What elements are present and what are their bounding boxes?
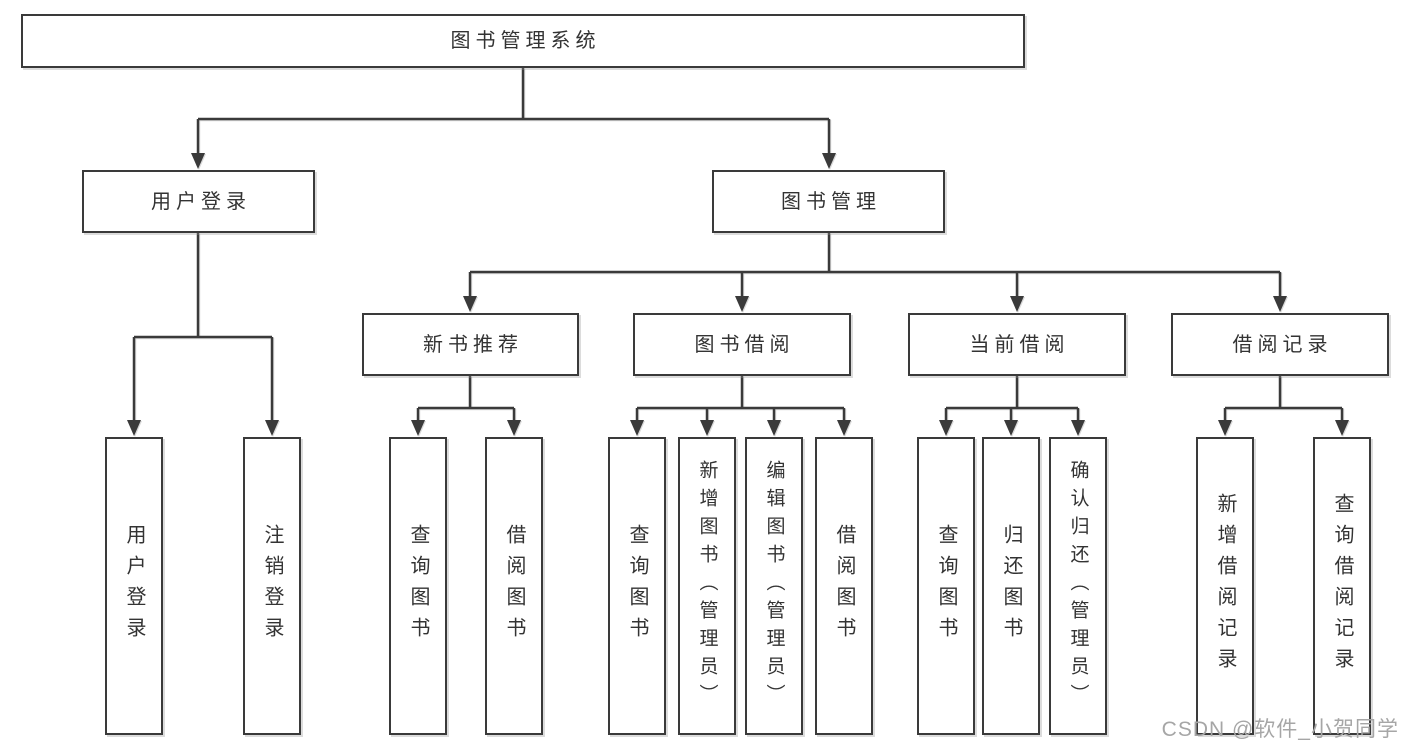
node-user-login: 用户登录: [82, 170, 315, 233]
node-new-book-recommend: 新书推荐: [362, 313, 579, 376]
node-book-management: 图书管理: [712, 170, 945, 233]
node-label: 图书管理: [781, 190, 881, 213]
leaf-logout-login: 注销登录: [243, 437, 301, 735]
leaf-cb-query-books: 查询图书: [917, 437, 975, 735]
leaf-cb-confirm-return-admin: 确认归还（管理员）: [1049, 437, 1107, 735]
node-borrowing-records: 借阅记录: [1171, 313, 1389, 376]
node-label: 归还图书: [1000, 524, 1022, 648]
leaf-bb-borrow-books: 借阅图书: [815, 437, 873, 735]
node-label: 查询图书: [626, 524, 648, 648]
node-label: 查询图书: [935, 524, 957, 648]
connector-arrows: [127, 119, 1349, 436]
leaf-cb-return-books: 归还图书: [982, 437, 1040, 735]
node-label: 编辑图书（管理员）: [763, 460, 785, 712]
node-book-borrowing: 图书借阅: [633, 313, 851, 376]
leaf-bb-edit-books-admin: 编辑图书（管理员）: [745, 437, 803, 735]
node-label: 新增图书（管理员）: [696, 460, 718, 712]
node-label: 新书推荐: [423, 333, 523, 356]
node-label: 查询图书: [407, 524, 429, 648]
node-label: 新增借阅记录: [1214, 493, 1236, 679]
leaf-bb-add-books-admin: 新增图书（管理员）: [678, 437, 736, 735]
node-label: 当前借阅: [969, 333, 1070, 356]
connector-trunks: [134, 68, 1342, 410]
node-book-management-system: 图书管理系统: [21, 14, 1025, 68]
leaf-user-login: 用户登录: [105, 437, 163, 735]
csdn-watermark: CSDN @软件_小贺同学: [1161, 718, 1399, 741]
node-label: 图书借阅: [694, 333, 795, 356]
node-label: 借阅图书: [503, 524, 525, 648]
node-current-borrowing: 当前借阅: [908, 313, 1126, 376]
leaf-br-query-record: 查询借阅记录: [1313, 437, 1371, 735]
node-label: 确认归还（管理员）: [1067, 460, 1089, 712]
leaf-bb-query-books: 查询图书: [608, 437, 666, 735]
leaf-nb-query-books: 查询图书: [389, 437, 447, 735]
node-label: 查询借阅记录: [1331, 493, 1353, 679]
node-label: 借阅图书: [833, 524, 855, 648]
node-label: 用户登录: [151, 190, 251, 213]
leaf-nb-borrow-books: 借阅图书: [485, 437, 543, 735]
node-label: 图书管理系统: [450, 30, 601, 52]
node-label: 用户登录: [123, 524, 145, 648]
leaf-br-add-record: 新增借阅记录: [1196, 437, 1254, 735]
node-label: 注销登录: [261, 524, 283, 648]
node-label: 借阅记录: [1232, 333, 1333, 356]
